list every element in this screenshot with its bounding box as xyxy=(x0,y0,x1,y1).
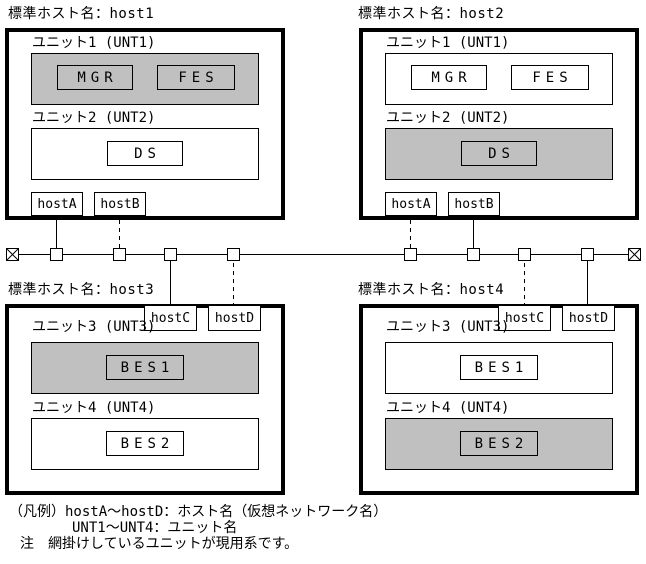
network-terminator-icon xyxy=(6,248,19,261)
server-box-bes2: BES2 xyxy=(460,431,538,456)
network-tap-icon xyxy=(227,248,240,261)
link-host1-hosta xyxy=(56,220,57,254)
link-host3-hostc xyxy=(170,255,171,304)
link-host2-hosta xyxy=(410,220,411,254)
network-tap-icon xyxy=(50,248,63,261)
unit-box-unt1: MGR FES xyxy=(385,53,613,105)
network-bus-line xyxy=(12,254,634,255)
network-tap-icon xyxy=(113,248,126,261)
server-box-bes2: BES2 xyxy=(106,431,184,456)
link-host4-hostc xyxy=(524,255,525,304)
unit-box-unt1: MGR FES xyxy=(31,53,259,105)
link-host2-hostb xyxy=(473,220,474,254)
unit-label: ユニット4 (UNT4) xyxy=(386,400,510,416)
port-box-hostc: hostC xyxy=(144,305,197,331)
link-host4-hostd xyxy=(587,255,588,304)
host-group-host1: 標準ホスト名：host1 ユニット1 (UNT1) MGR FES ユニット2 … xyxy=(5,6,285,220)
port-box-hosta: hostA xyxy=(385,192,437,216)
server-box-ds: DS xyxy=(461,141,537,166)
host-title: 標準ホスト名：host1 xyxy=(8,6,155,22)
unit-box-unt2: DS xyxy=(31,128,259,180)
port-box-hostb: hostB xyxy=(94,192,146,216)
legend-unit-names: UNT1～UNT4：ユニット名 xyxy=(72,520,238,536)
legend-host-names: （凡例）hostA～hostD：ホスト名（仮想ネットワーク名） xyxy=(9,504,388,520)
host-title: 標準ホスト名：host2 xyxy=(358,6,505,22)
network-tap-icon xyxy=(518,248,531,261)
server-box-mgr: MGR xyxy=(411,65,487,90)
unit-box-unt3: BES1 xyxy=(385,342,613,394)
unit-label: ユニット3 (UNT3) xyxy=(32,319,156,335)
unit-label: ユニット4 (UNT4) xyxy=(32,400,156,416)
unit-label: ユニット2 (UNT2) xyxy=(386,110,510,126)
network-tap-icon xyxy=(467,248,480,261)
link-host3-hostd xyxy=(233,255,234,304)
link-host1-hostb xyxy=(119,220,120,254)
host-group-host3: 標準ホスト名：host3 hostC hostD ユニット3 (UNT3) BE… xyxy=(5,282,285,495)
host-title: 標準ホスト名：host3 xyxy=(8,282,155,298)
unit-label: ユニット2 (UNT2) xyxy=(32,110,156,126)
host-group-host4: 標準ホスト名：host4 hostC hostD ユニット3 (UNT3) BE… xyxy=(358,282,639,495)
server-box-ds: DS xyxy=(107,141,183,166)
network-tap-icon xyxy=(581,248,594,261)
unit-label: ユニット1 (UNT1) xyxy=(32,35,156,51)
server-box-fes: FES xyxy=(157,65,235,90)
unit-box-unt4: BES2 xyxy=(385,418,613,470)
unit-label: ユニット1 (UNT1) xyxy=(386,35,510,51)
server-box-bes1: BES1 xyxy=(106,355,184,380)
server-box-bes1: BES1 xyxy=(460,355,538,380)
port-box-hosta: hostA xyxy=(31,192,83,216)
port-box-hostd: hostD xyxy=(562,305,615,331)
network-tap-icon xyxy=(404,248,417,261)
port-box-hostd: hostD xyxy=(208,305,261,331)
network-tap-icon xyxy=(164,248,177,261)
unit-box-unt3: BES1 xyxy=(31,342,259,394)
server-box-fes: FES xyxy=(511,65,589,90)
network-terminator-icon xyxy=(628,248,641,261)
host-group-host2: 標準ホスト名：host2 ユニット1 (UNT1) MGR FES ユニット2 … xyxy=(358,6,639,220)
legend-note: 注 網掛けしているユニットが現用系です。 xyxy=(20,536,299,552)
port-box-hostc: hostC xyxy=(498,305,551,331)
unit-box-unt4: BES2 xyxy=(31,418,259,470)
unit-box-unt2: DS xyxy=(385,128,613,180)
host-title: 標準ホスト名：host4 xyxy=(358,282,505,298)
server-box-mgr: MGR xyxy=(57,65,133,90)
port-box-hostb: hostB xyxy=(448,192,500,216)
unit-label: ユニット3 (UNT3) xyxy=(386,319,510,335)
